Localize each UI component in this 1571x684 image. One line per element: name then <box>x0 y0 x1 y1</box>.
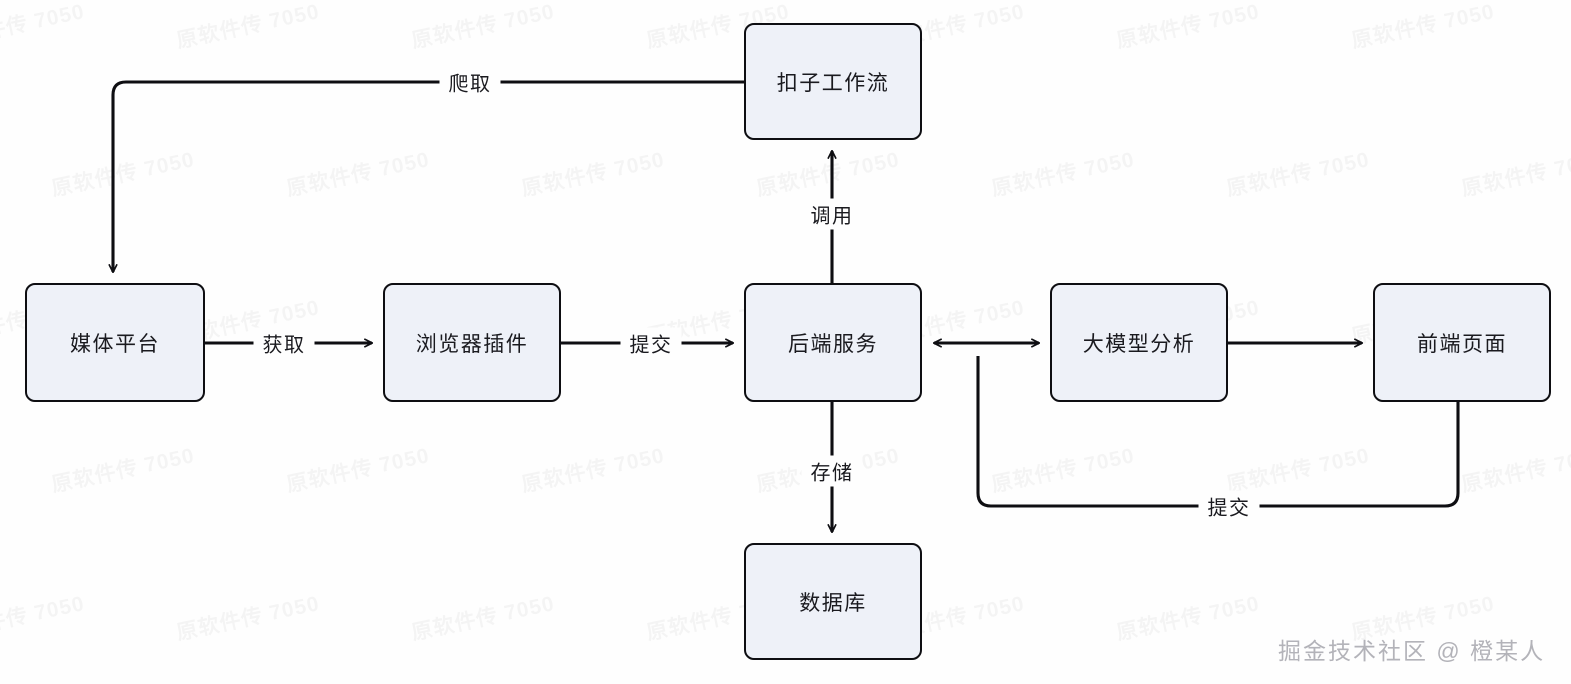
node-browser-plugin[interactable]: 浏览器插件 <box>383 283 561 402</box>
edge-label-store: 存储 <box>801 455 863 487</box>
edge-label-crawl: 爬取 <box>439 66 501 98</box>
node-label-coze: 扣子工作流 <box>776 71 890 95</box>
node-backend-service[interactable]: 后端服务 <box>744 283 922 402</box>
edge-label-fetch: 获取 <box>253 327 315 359</box>
edge-label-submit-frontend: 提交 <box>1198 490 1260 522</box>
signature-watermark: 掘金技术社区 @ 橙某人 <box>1278 638 1546 664</box>
node-label-backend-service: 后端服务 <box>788 332 878 356</box>
node-label-frontend-page: 前端页面 <box>1417 332 1507 356</box>
edge-label-submit-plugin: 提交 <box>620 327 682 359</box>
edge-path-crawl <box>113 80 744 272</box>
node-label-database: 数据库 <box>799 591 867 615</box>
node-llm-analysis[interactable]: 大模型分析 <box>1050 283 1228 402</box>
node-label-media-platform: 媒体平台 <box>70 332 160 356</box>
node-coze[interactable]: 扣子工作流 <box>744 23 922 140</box>
node-media-platform[interactable]: 媒体平台 <box>25 283 205 402</box>
node-database[interactable]: 数据库 <box>744 543 922 660</box>
node-label-browser-plugin: 浏览器插件 <box>415 332 529 356</box>
node-frontend-page[interactable]: 前端页面 <box>1373 283 1551 402</box>
node-label-llm-analysis: 大模型分析 <box>1082 332 1196 356</box>
edge-label-invoke: 调用 <box>801 198 863 230</box>
